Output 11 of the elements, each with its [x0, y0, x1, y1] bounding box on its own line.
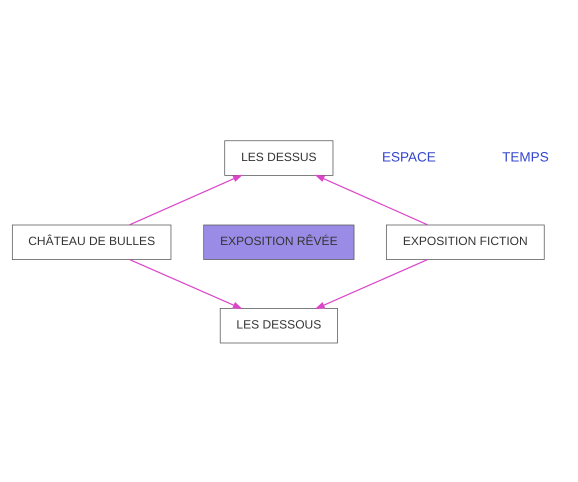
- label: ESPACE: [382, 148, 436, 164]
- arrow: [314, 258, 428, 309]
- node-box: EXPOSITION RÊVÉE: [203, 224, 354, 260]
- node-box: CHÂTEAU DE BULLES: [12, 224, 172, 260]
- arrow: [129, 258, 243, 309]
- arrow: [129, 174, 243, 225]
- node-box: LES DESSUS: [224, 140, 334, 176]
- label: TEMPS: [502, 148, 549, 164]
- node-box: LES DESSOUS: [220, 308, 338, 343]
- node-box: EXPOSITION FICTION: [386, 224, 545, 260]
- arrow: [314, 174, 428, 225]
